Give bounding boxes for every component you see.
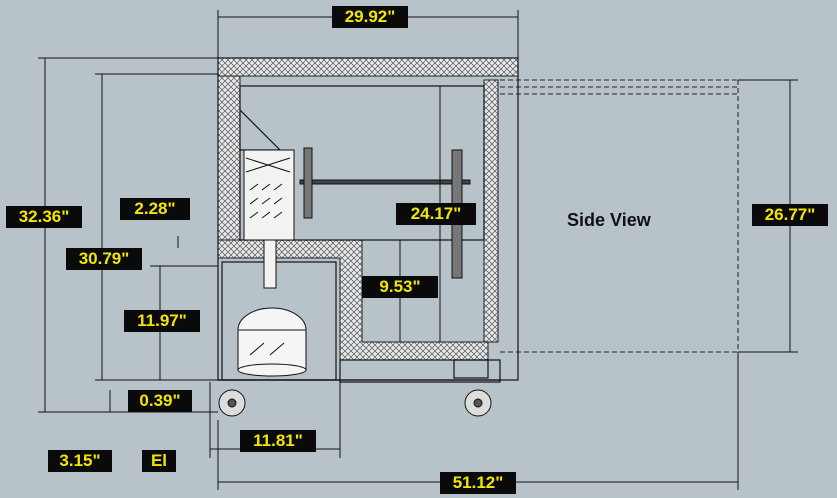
dimension-lines — [38, 10, 798, 490]
dim-top-offset: 2.28" — [120, 198, 190, 220]
dim-door-open-height: 26.77" — [752, 204, 828, 226]
dim-caster-height: 3.15" — [48, 450, 112, 472]
dim-el-label: El — [142, 450, 176, 472]
dim-compressor-depth: 11.81" — [240, 430, 316, 452]
compressor — [237, 307, 307, 377]
dim-height-to-top: 30.79" — [66, 248, 142, 270]
door-open-dashed — [500, 79, 739, 353]
caster-wheel — [218, 389, 492, 417]
evaporator-coil — [243, 149, 295, 289]
dim-floor-clearance: 0.39" — [128, 390, 192, 412]
dim-interior-height: 24.17" — [396, 203, 476, 225]
dim-door-open-depth: 51.12" — [440, 472, 516, 494]
dim-overall-width: 29.92" — [332, 6, 408, 28]
dim-shelf-clearance: 9.53" — [362, 276, 438, 298]
dim-compartment-height: 11.97" — [124, 310, 200, 332]
view-title: Side View — [567, 210, 651, 230]
dim-overall-height: 32.36" — [6, 206, 82, 228]
